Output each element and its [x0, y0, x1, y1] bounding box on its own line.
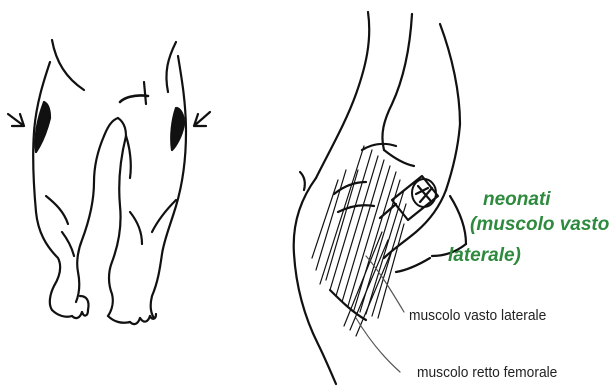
arrow-left-icon: [8, 114, 24, 126]
injection-site-right: [171, 108, 184, 150]
thigh-injection-drawing: [294, 12, 466, 384]
leader-rectus: [356, 318, 400, 372]
infant-legs-drawing: [8, 40, 210, 324]
label-rectus-femoris: muscolo retto femorale: [417, 364, 557, 382]
leader-vastus: [366, 256, 404, 312]
caption-line-1: neonati: [483, 188, 551, 212]
arrow-right-icon: [194, 112, 210, 126]
caption-line-3: laterale): [448, 244, 521, 268]
caption-line-2: (muscolo vasto: [470, 213, 609, 237]
label-vastus-lateralis: muscolo vasto laterale: [409, 307, 546, 325]
